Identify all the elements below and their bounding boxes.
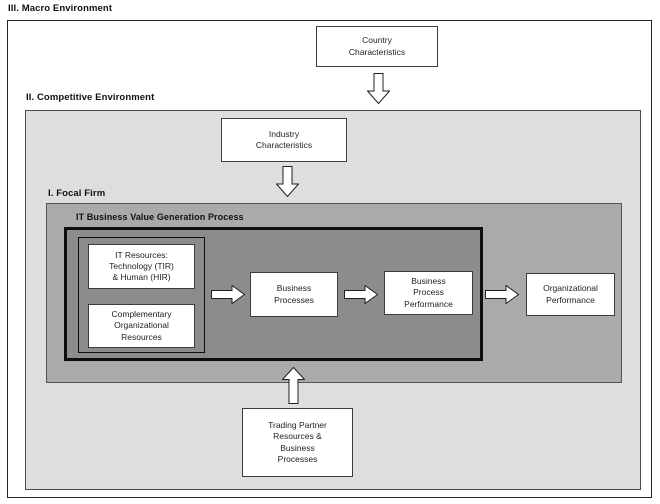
country-characteristics-box: Country Characteristics <box>316 26 438 67</box>
down-arrow-country-icon <box>367 73 390 104</box>
macro-environment-label: III. Macro Environment <box>8 3 113 14</box>
up-arrow-trading-partner-icon <box>282 367 305 404</box>
down-arrow-industry-icon <box>276 166 299 197</box>
trading-partner-box: Trading Partner Resources & Business Pro… <box>242 408 353 477</box>
focal-firm-label: I. Focal Firm <box>48 188 106 199</box>
right-arrow-performance-icon <box>485 285 519 304</box>
it-resources-box: IT Resources: Technology (TIR) & Human (… <box>88 244 195 289</box>
bvgp-label: IT Business Value Generation Process <box>76 212 244 222</box>
business-process-performance-box: Business Process Performance <box>384 271 473 315</box>
business-processes-box: Business Processes <box>250 272 338 317</box>
right-arrow-processes-icon <box>344 285 378 304</box>
resources-container-box <box>78 237 205 353</box>
industry-characteristics-box: Industry Characteristics <box>221 118 347 162</box>
right-arrow-resources-icon <box>211 285 245 304</box>
competitive-environment-label: II. Competitive Environment <box>26 92 155 103</box>
organizational-performance-box: Organizational Performance <box>526 273 615 316</box>
complementary-resources-box: Complementary Organizational Resources <box>88 304 195 348</box>
